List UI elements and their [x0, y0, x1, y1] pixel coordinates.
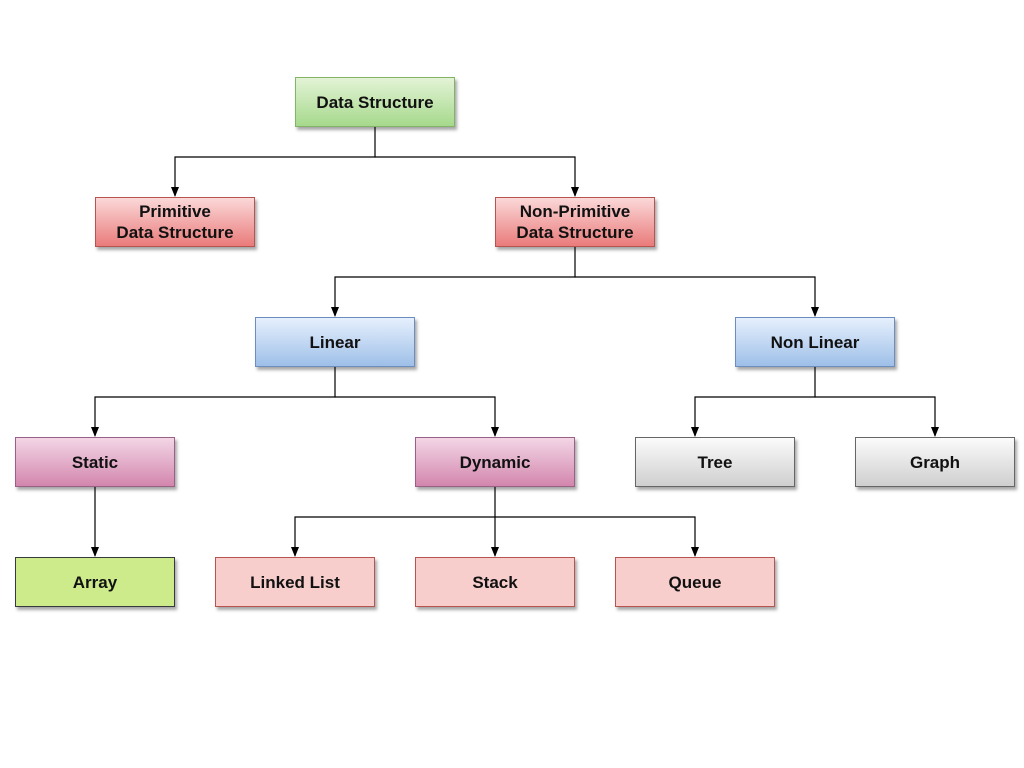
node-array: Array — [15, 557, 175, 607]
connector-non-primitive-to-linear — [331, 247, 576, 317]
node-label: Linear — [309, 332, 361, 352]
node-stack: Stack — [415, 557, 575, 607]
node-graph: Graph — [855, 437, 1015, 487]
connector-dynamic-to-queue — [495, 516, 699, 557]
node-label: Linked List — [250, 572, 340, 592]
node-label-line-1: Primitive — [139, 202, 211, 221]
connector-non-linear-to-tree — [691, 367, 816, 437]
connector-linear-to-static — [91, 367, 336, 437]
node-queue: Queue — [615, 557, 775, 607]
node-linear: Linear — [255, 317, 415, 367]
connector-dynamic-to-linked-list — [291, 487, 496, 557]
node-primitive-data-structure: Primitive Data Structure — [95, 197, 255, 247]
node-dynamic: Dynamic — [415, 437, 575, 487]
node-label: Non Linear — [770, 332, 860, 352]
connector-root-to-primitive — [171, 127, 376, 197]
node-label: Graph — [909, 452, 961, 472]
connector-linear-to-dynamic — [335, 396, 499, 437]
connector-root-to-non-primitive — [375, 156, 579, 197]
node-linked-list: Linked List — [215, 557, 375, 607]
node-label: Array — [72, 572, 118, 592]
node-label: Queue — [668, 572, 722, 592]
node-label: Static — [71, 452, 119, 472]
node-data-structure: Data Structure — [295, 77, 455, 127]
node-tree: Tree — [635, 437, 795, 487]
connector-non-primitive-to-non-linear — [575, 276, 819, 317]
node-label-line-2: Data Structure — [516, 223, 634, 242]
node-label: Tree — [697, 452, 733, 472]
node-non-linear: Non Linear — [735, 317, 895, 367]
node-label-line-2: Data Structure — [116, 223, 234, 242]
connector-non-linear-to-graph — [815, 396, 939, 437]
node-label: Data Structure — [316, 92, 434, 112]
node-label: Stack — [472, 572, 518, 592]
node-non-primitive-data-structure: Non-Primitive Data Structure — [495, 197, 655, 247]
node-label-line-1: Non-Primitive — [519, 202, 631, 221]
node-static: Static — [15, 437, 175, 487]
node-label: Dynamic — [459, 452, 531, 472]
